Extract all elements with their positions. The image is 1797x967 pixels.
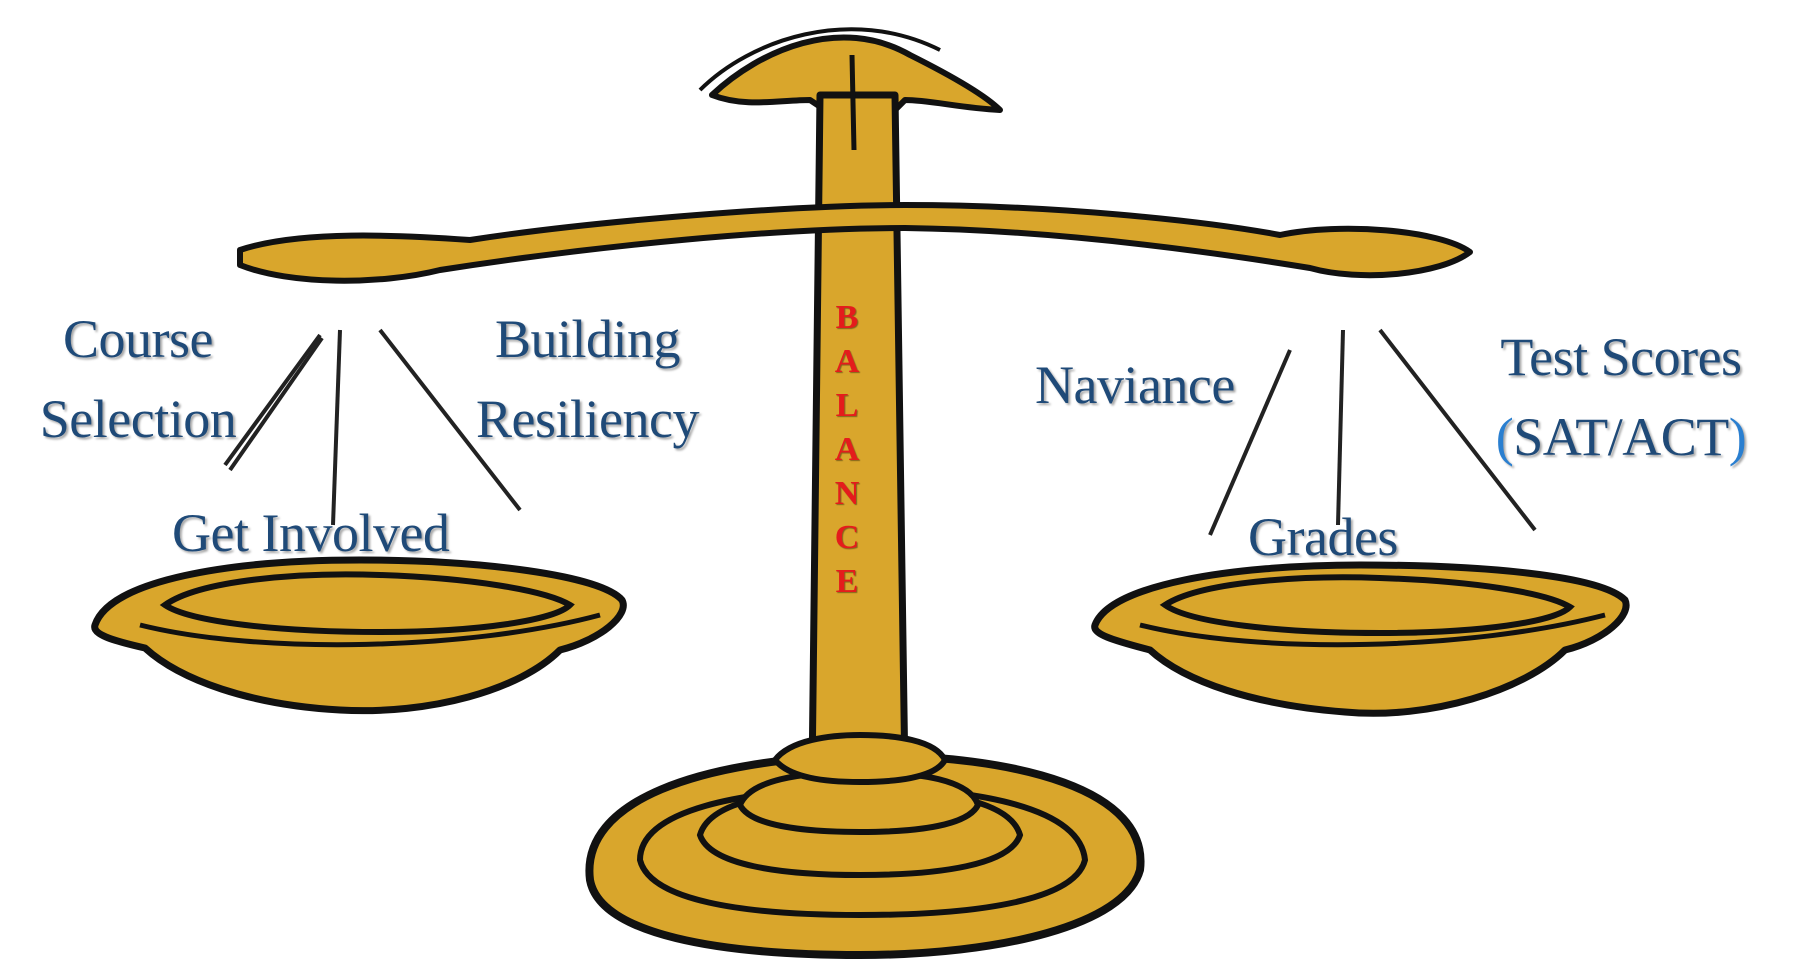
label-test-scores: Test Scores (SAT/ACT) [1460,330,1782,464]
label-naviance: Naviance [1035,355,1235,415]
left-pan [91,556,627,715]
label-course-selection: Course Selection [18,312,258,446]
scale-top-cap [709,34,1003,113]
balance-letter: A [834,343,860,380]
label-building-resiliency: Building Resiliency [455,312,720,446]
label-course-selection-line1: Course [63,309,213,369]
label-test-scores-line1: Test Scores [1500,327,1742,387]
balance-letter: C [834,519,860,556]
scale-base [585,731,1145,959]
balance-letter: L [835,387,859,424]
balance-letter: B [835,299,859,336]
label-test-scores-close-paren: ) [1728,407,1747,467]
balance-letter: E [835,563,859,600]
label-grades: Grades [1248,507,1398,567]
label-test-scores-inner: SAT/ACT [1513,407,1729,467]
label-test-scores-open-paren: ( [1495,407,1514,467]
label-course-selection-line2: Selection [39,389,237,449]
balance-letter: N [834,475,860,512]
label-get-involved: Get Involved [172,503,450,563]
left-strings [223,328,522,526]
scale-beam [237,202,1473,284]
balance-letter: A [834,431,860,468]
right-pan [1091,561,1630,717]
right-strings [1208,328,1537,536]
label-test-scores-line2: (SAT/ACT) [1460,410,1782,464]
label-building-resiliency-line2: Resiliency [476,389,699,449]
label-building-resiliency-line1: Building [494,309,681,369]
